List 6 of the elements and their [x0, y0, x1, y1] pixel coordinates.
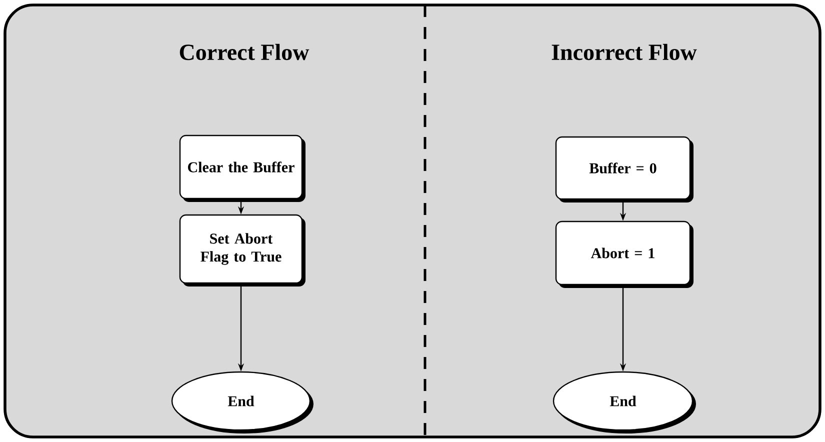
section-title: Incorrect Flow [552, 44, 697, 60]
section-title: Correct Flow [180, 44, 310, 60]
process-box: Set Abort Flag to True [179, 214, 306, 286]
process-box: Clear the Buffer [179, 134, 306, 202]
process-box: Buffer = 0 [555, 136, 694, 202]
process-box: Abort = 1 [555, 220, 694, 288]
